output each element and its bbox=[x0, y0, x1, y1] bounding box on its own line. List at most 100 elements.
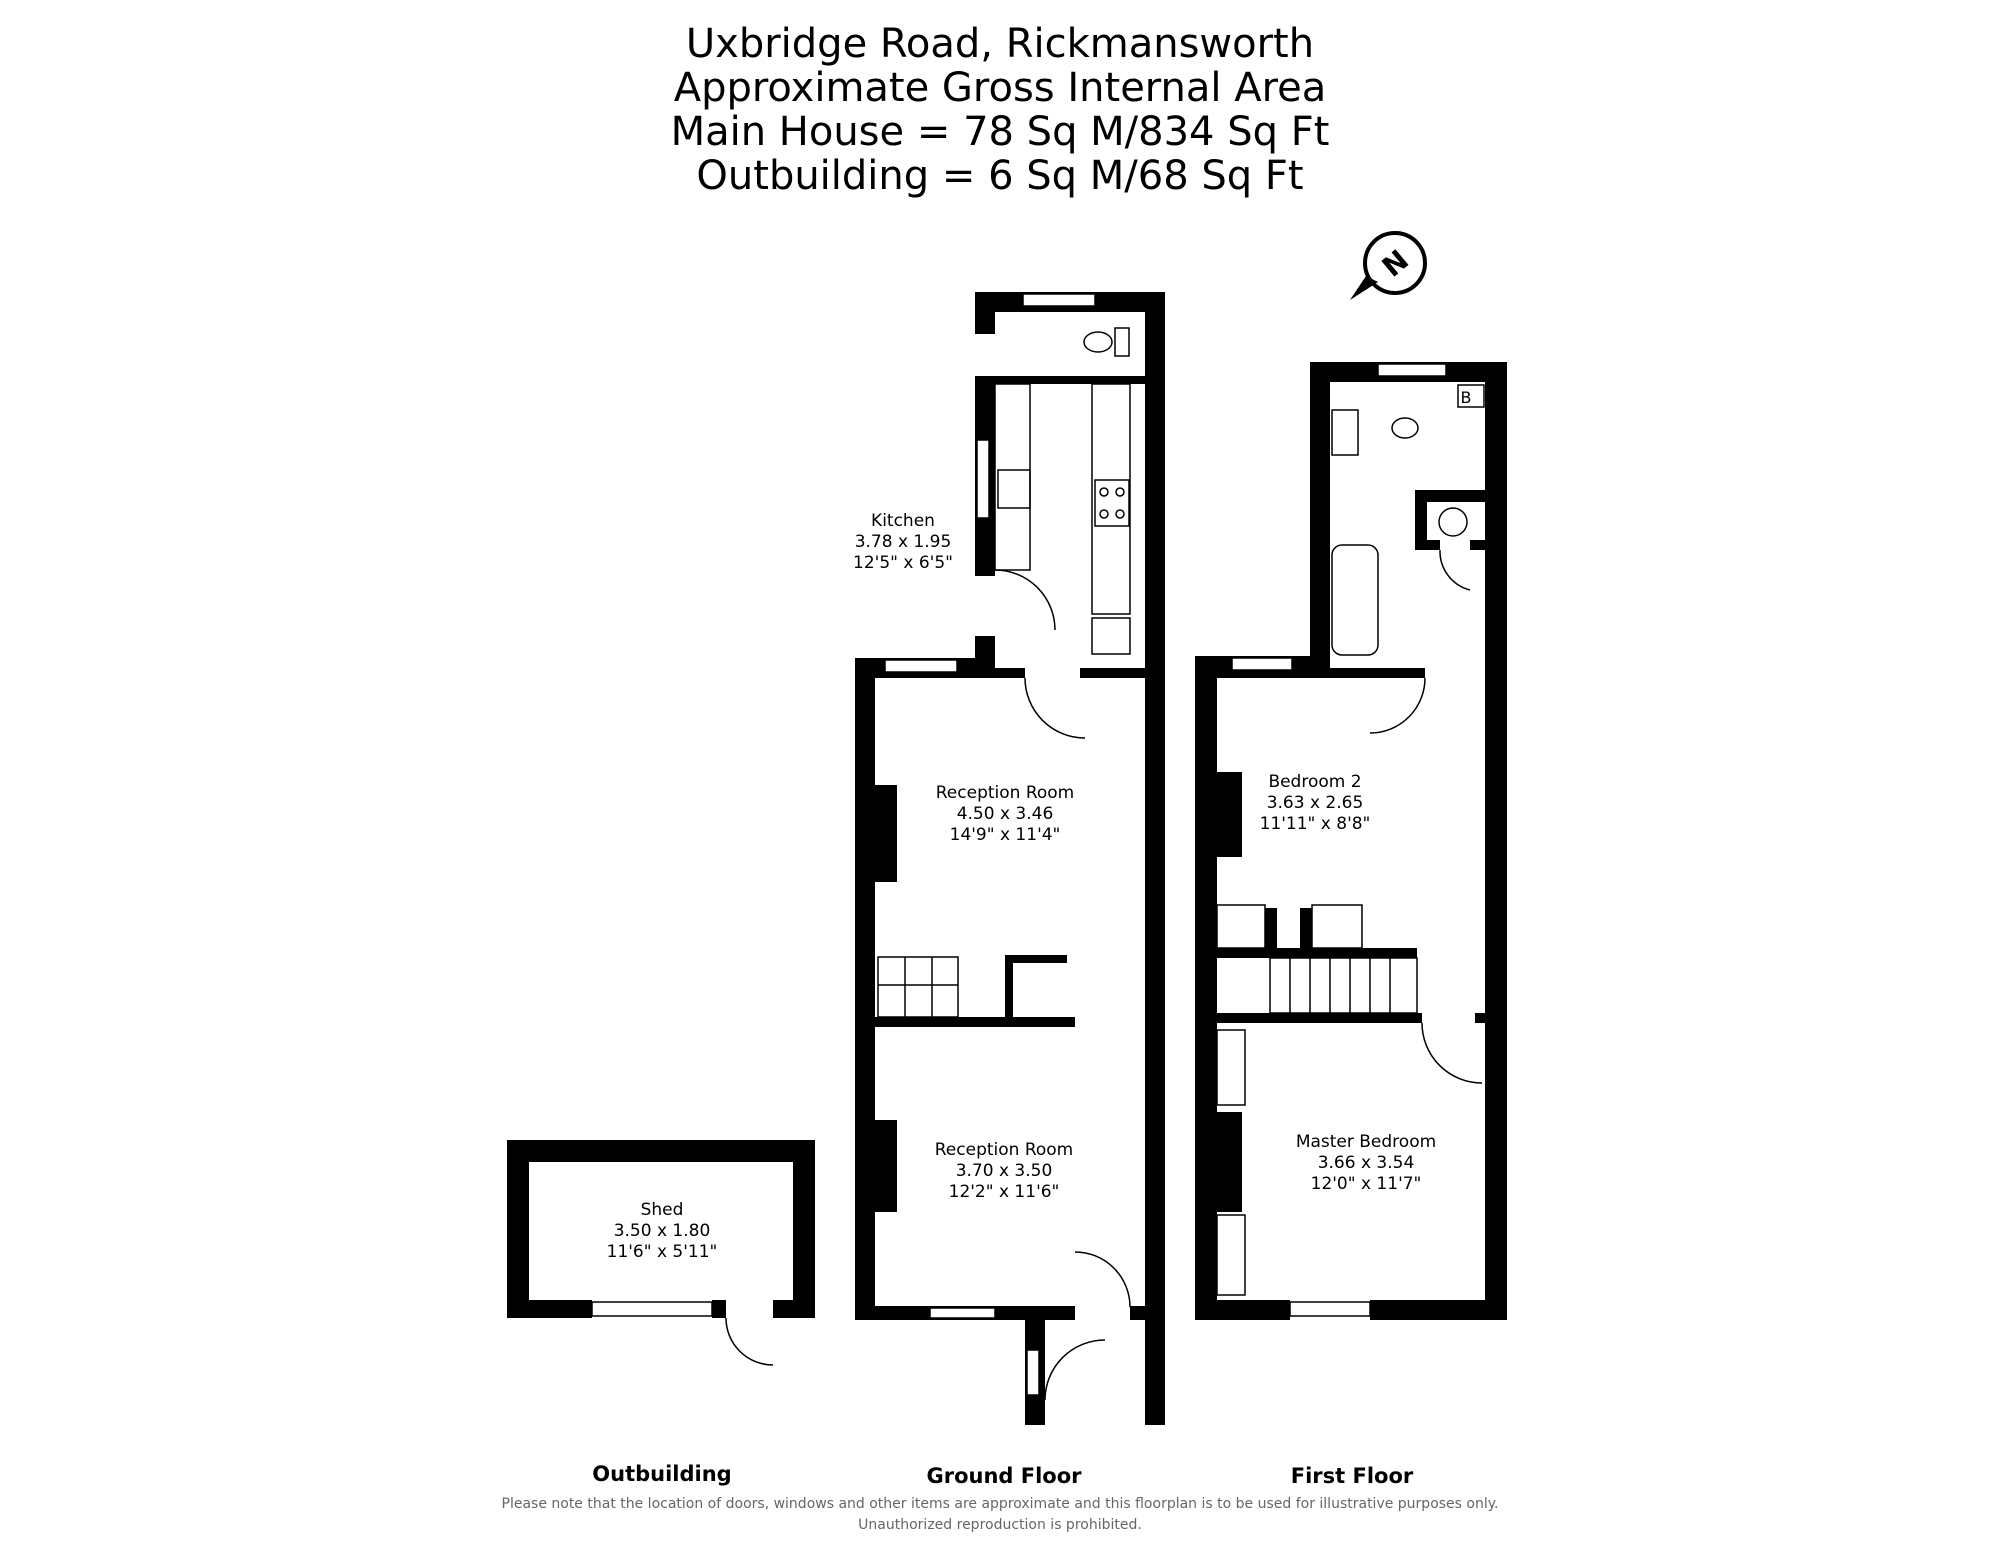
kitchen-metric: 3.78 x 1.95 bbox=[855, 532, 952, 552]
window bbox=[976, 439, 990, 519]
chimney-breast bbox=[1217, 1112, 1242, 1212]
wardrobe bbox=[1216, 1029, 1246, 1106]
hob-ring bbox=[1099, 509, 1109, 519]
hob-ring bbox=[1115, 487, 1125, 497]
wardrobe bbox=[1216, 1214, 1246, 1296]
wall bbox=[975, 292, 995, 334]
wall bbox=[507, 1140, 529, 1318]
shed-imperial: 11'6" x 5'11" bbox=[607, 1242, 718, 1262]
window bbox=[1289, 1301, 1371, 1317]
kitchen-name: Kitchen bbox=[871, 511, 935, 531]
kitchen-sink bbox=[997, 469, 1031, 509]
wall bbox=[1145, 292, 1165, 1425]
wall bbox=[995, 668, 1025, 678]
chimney-breast bbox=[875, 785, 897, 882]
wall bbox=[793, 1140, 815, 1318]
door-swing bbox=[1439, 549, 1471, 591]
wall bbox=[1217, 1013, 1422, 1023]
wall bbox=[712, 1300, 726, 1318]
door-swing bbox=[1074, 1251, 1131, 1308]
wall bbox=[1195, 656, 1217, 1320]
chimney-breast bbox=[875, 1120, 897, 1212]
wall bbox=[507, 1300, 592, 1318]
boiler bbox=[1457, 384, 1485, 408]
area-heading: Approximate Gross Internal Area bbox=[673, 65, 1327, 111]
door-swing bbox=[1024, 677, 1086, 739]
door-swing bbox=[1369, 677, 1426, 734]
wall bbox=[1310, 362, 1330, 670]
wc-cistern bbox=[1114, 327, 1130, 357]
master-imperial: 12'0" x 11'7" bbox=[1311, 1174, 1422, 1194]
hob-ring bbox=[1099, 487, 1109, 497]
wall bbox=[1005, 955, 1013, 1017]
room-labels: Kitchen 3.78 x 1.95 12'5" x 6'5" Recepti… bbox=[607, 511, 1437, 1262]
staircase bbox=[1269, 957, 1418, 1014]
wall bbox=[975, 376, 1145, 384]
wall bbox=[1080, 668, 1145, 678]
window bbox=[1022, 293, 1096, 307]
reception1-imperial: 14'9" x 11'4" bbox=[950, 825, 1061, 845]
appliance bbox=[1091, 617, 1131, 655]
reception1-metric: 4.50 x 3.46 bbox=[957, 804, 1054, 824]
hot-water-cylinder bbox=[1438, 507, 1468, 537]
wall bbox=[1415, 540, 1440, 550]
wall bbox=[1415, 490, 1485, 502]
north-compass: N bbox=[1350, 231, 1427, 300]
wall bbox=[1217, 948, 1417, 958]
wall bbox=[1415, 490, 1427, 550]
bathtub bbox=[1331, 544, 1379, 656]
wall bbox=[1370, 1300, 1507, 1320]
windows bbox=[591, 293, 1447, 1396]
staircase bbox=[877, 956, 959, 1018]
wall bbox=[773, 1300, 815, 1318]
worktop bbox=[1091, 383, 1131, 615]
bathroom-toilet bbox=[1391, 417, 1419, 439]
worktop bbox=[994, 383, 1031, 571]
wall bbox=[1330, 668, 1425, 678]
bedroom2-metric: 3.63 x 2.65 bbox=[1267, 793, 1364, 813]
shed-name: Shed bbox=[641, 1200, 684, 1220]
bedroom2-name: Bedroom 2 bbox=[1268, 772, 1361, 792]
ground-floor-label: Ground Floor bbox=[926, 1464, 1082, 1488]
window bbox=[1026, 1349, 1040, 1396]
wall bbox=[507, 1140, 815, 1162]
wardrobe bbox=[1216, 904, 1266, 949]
disclaimer: Please note that the location of doors, … bbox=[501, 1496, 1499, 1533]
wc-toilet bbox=[1083, 331, 1113, 353]
door-swing bbox=[1421, 1022, 1483, 1084]
door-swing bbox=[725, 1317, 774, 1366]
compass-ring bbox=[1363, 231, 1427, 295]
door-swing bbox=[994, 569, 1056, 631]
wall bbox=[855, 658, 875, 1320]
compass-arrow bbox=[1350, 276, 1378, 300]
wall bbox=[1195, 1300, 1290, 1320]
window bbox=[1231, 657, 1293, 671]
shed-metric: 3.50 x 1.80 bbox=[614, 1221, 711, 1241]
wall bbox=[1130, 1306, 1165, 1316]
header: Uxbridge Road, Rickmansworth Approximate… bbox=[0, 22, 2000, 198]
window bbox=[1377, 363, 1447, 377]
bedroom2-imperial: 11'11" x 8'8" bbox=[1260, 814, 1371, 834]
outbuilding-label: Outbuilding bbox=[592, 1462, 732, 1486]
window bbox=[929, 1307, 996, 1319]
boiler-label: B bbox=[1461, 388, 1472, 407]
door-swing bbox=[1044, 1339, 1106, 1401]
first-floor-label: First Floor bbox=[1290, 1464, 1414, 1488]
hob-ring bbox=[1115, 509, 1125, 519]
window bbox=[591, 1301, 713, 1317]
reception1-name: Reception Room bbox=[936, 783, 1074, 803]
wall bbox=[1265, 908, 1277, 948]
main-house-area: Main House = 78 Sq M/834 Sq Ft bbox=[670, 109, 1330, 155]
wall bbox=[1007, 955, 1067, 963]
hob bbox=[1094, 479, 1130, 527]
master-name: Master Bedroom bbox=[1296, 1132, 1436, 1152]
reception2-metric: 3.70 x 3.50 bbox=[956, 1161, 1053, 1181]
wall bbox=[1470, 540, 1485, 550]
bathroom-basin bbox=[1331, 409, 1359, 456]
wall bbox=[875, 1017, 1075, 1027]
reception2-imperial: 12'2" x 11'6" bbox=[949, 1182, 1060, 1202]
wall bbox=[1475, 1013, 1485, 1023]
fixtures bbox=[725, 327, 1485, 1401]
window bbox=[884, 659, 958, 673]
